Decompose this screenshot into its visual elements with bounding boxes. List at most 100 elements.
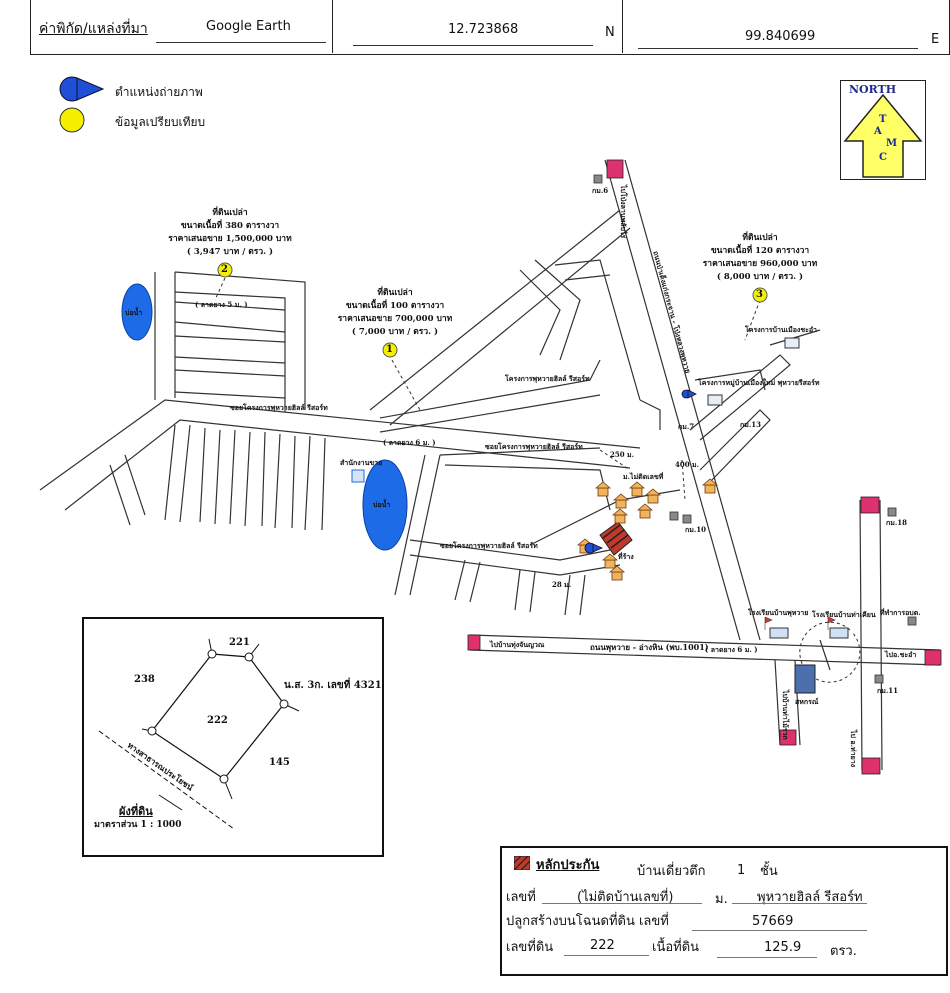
project-road-3-label: โครงการพุหวายฮิลล์ รีสอร์ท	[505, 374, 590, 383]
coordinate-header: ค่าพิกัด/แหล่งที่มา Google Earth 12.7238…	[30, 0, 950, 55]
longitude-cell: 99.840699 E	[623, 0, 950, 53]
km-post-icon	[682, 514, 692, 524]
comparison-1-number: 1	[386, 344, 393, 355]
road-surface-6-label: ( ลาดยาง 6 ม. )	[383, 438, 436, 447]
comparison-1-info: ที่ดินเปล่าขนาดเนื้อที่ 100 ตารางวา ราคา…	[337, 288, 453, 337]
pond-2-icon	[362, 459, 408, 551]
km-post-icon	[887, 507, 897, 517]
southwest-destination-label: ไปบ้านท่าไม้รวก	[781, 690, 790, 740]
road-surface-label: ( ลาดยาง 5 ม. )	[195, 300, 248, 309]
shop-label: สหกรณ์	[795, 697, 819, 706]
tamc-letter-t: T	[879, 114, 887, 125]
lot-diagram-title: ผังที่ดิน	[119, 805, 153, 818]
collateral-info-box: หลักประกัน บ้านเดี่ยวตึก 1 ชั้น เลขที่ (…	[500, 846, 948, 976]
tamc-letter-c: C	[879, 152, 887, 163]
legend-icons	[59, 76, 105, 133]
comparison-3-number: 3	[756, 289, 763, 300]
south-destination-label: ไป อ.ท่ายาง	[849, 730, 858, 768]
tamc-letter-a: A	[874, 126, 882, 137]
moo-label: ม.	[715, 892, 728, 907]
lot-diagram: 221 238 222 145 น.ส. 3ก. เลขที่ 4321 ทาง…	[82, 617, 384, 857]
comparison-2-icon	[217, 262, 233, 278]
north-destination-label: ไปโป่งลานพลับไร่	[619, 185, 628, 239]
latitude-cell: 12.723868 N	[333, 0, 623, 53]
sales-office-icon	[351, 469, 365, 483]
sales-office-label: สำนักงานขาย	[340, 458, 383, 467]
km10-label: กม.10	[685, 525, 707, 534]
longitude-value: 99.840699	[745, 29, 816, 44]
source-value: Google Earth	[206, 19, 291, 34]
project-road-4-label: ซอยโครงการพุหวายฮิลล์ รีสอร์ท	[440, 541, 538, 550]
southeast-road-arrow-icon	[861, 757, 881, 775]
north-label: NORTH	[849, 83, 897, 96]
km-post-icon	[874, 674, 884, 684]
latitude-dir: N	[605, 25, 615, 40]
main-road-label: ถนนพุหวาย - อ่างหิน (พบ.1001)	[590, 642, 709, 652]
area-value: 125.9	[764, 940, 802, 955]
deed-number-value: 57669	[752, 914, 794, 929]
school-1-label: โรงเรียนบ้านพุหวาย	[748, 608, 809, 617]
area-label: เนื้อที่ดิน	[652, 940, 700, 955]
deed-number-label: ปลูกสร้างบนโฉนดที่ดิน เลขที่	[506, 914, 669, 929]
source-label: ค่าพิกัด/แหล่งที่มา	[39, 21, 148, 37]
subject-property-icon	[599, 521, 633, 556]
collateral-heading: หลักประกัน	[536, 858, 600, 873]
east-road-arrow-icon	[924, 649, 942, 666]
comparison-1-icon	[382, 342, 398, 358]
north-road-arrow-icon	[606, 159, 624, 179]
lot-diagram-scale: มาตราส่วน 1 : 1000	[94, 820, 182, 830]
floors-unit: ชั้น	[760, 864, 778, 879]
pond-label: บ่อน้ำ	[125, 308, 143, 317]
school-1-icon	[769, 627, 789, 639]
adjacent-top: 221	[229, 637, 250, 648]
school-flag-icon	[764, 616, 773, 630]
temple-icon	[907, 616, 917, 626]
legend-label-camera: ตำแหน่งถ่ายภาพ	[115, 85, 203, 99]
project-road-label: ซอยโครงการพุหวายฮิลล์ รีสอร์ท	[230, 403, 328, 412]
village-1-label: โครงการหมู่บ้านเมืองใหม่ พุหวายรีสอร์ท	[698, 378, 820, 387]
adjacent-bottom: 145	[269, 757, 290, 768]
distance-28-label: 28 ม.	[552, 580, 572, 589]
building-type: บ้านเดี่ยวตึก	[637, 864, 706, 879]
subject-label: ที่ร้าง	[618, 552, 634, 561]
no-house-no-label: ม.ไม่ติดเลขที่	[623, 472, 664, 481]
temple-label: ที่ทำการอบต.	[880, 608, 921, 617]
distance-400-label: 400 ม.	[675, 460, 700, 469]
lot-shape	[98, 638, 300, 830]
km-post-icon	[669, 511, 679, 521]
north-arrow-box: NORTH T A M C	[840, 80, 926, 180]
floors-value: 1	[737, 863, 746, 878]
source-cell: ค่าพิกัด/แหล่งที่มา Google Earth	[31, 0, 333, 53]
comparison-2-info: ที่ดินเปล่าขนาดเนื้อที่ 380 ตารางวา ราคา…	[168, 208, 292, 257]
longitude-dir: E	[931, 32, 940, 47]
km7-label: กม.7	[678, 422, 695, 431]
store-icon	[794, 664, 816, 694]
camera-position-marker-icon	[59, 76, 105, 102]
village-house-icon	[707, 394, 723, 406]
south-road-arrow-icon	[779, 729, 797, 746]
legend-label-comparison: ข้อมูลเปรียบเทียบ	[115, 115, 206, 129]
adjacent-left: 238	[134, 674, 155, 685]
main-road-surface-label: ( ลาดยาง 6 ม. )	[705, 645, 758, 654]
school-flag-icon	[827, 616, 836, 630]
village-2-label: โครงการบ้านเมืองชะอำ	[745, 325, 817, 334]
house-icons	[576, 478, 719, 581]
west-road-arrow-icon	[467, 634, 481, 651]
northeast-road-arrow-icon	[860, 496, 880, 514]
tamc-letter-m: M	[886, 138, 898, 149]
comparison-2-number: 2	[221, 264, 228, 275]
collateral-hatch-icon	[514, 856, 530, 870]
km13-label: กม.13	[740, 420, 762, 429]
east-destination-label: ไปอ.ชะอำ	[885, 650, 917, 659]
house-no-label: เลขที่	[506, 890, 536, 905]
north-arrow-icon	[843, 93, 923, 178]
village-house-icon	[784, 337, 800, 349]
legend: ตำแหน่งถ่ายภาพ ข้อมูลเปรียบเทียบ	[55, 75, 305, 135]
comparison-3-info: ที่ดินเปล่าขนาดเนื้อที่ 120 ตารางวา ราคา…	[702, 233, 818, 282]
school-2-icon	[829, 627, 849, 639]
km11-label: กม.11	[877, 686, 899, 695]
distance-250-label: 250 ม.	[610, 450, 635, 459]
comparison-circle-icon	[59, 107, 85, 133]
area-unit: ตรว.	[830, 944, 857, 959]
